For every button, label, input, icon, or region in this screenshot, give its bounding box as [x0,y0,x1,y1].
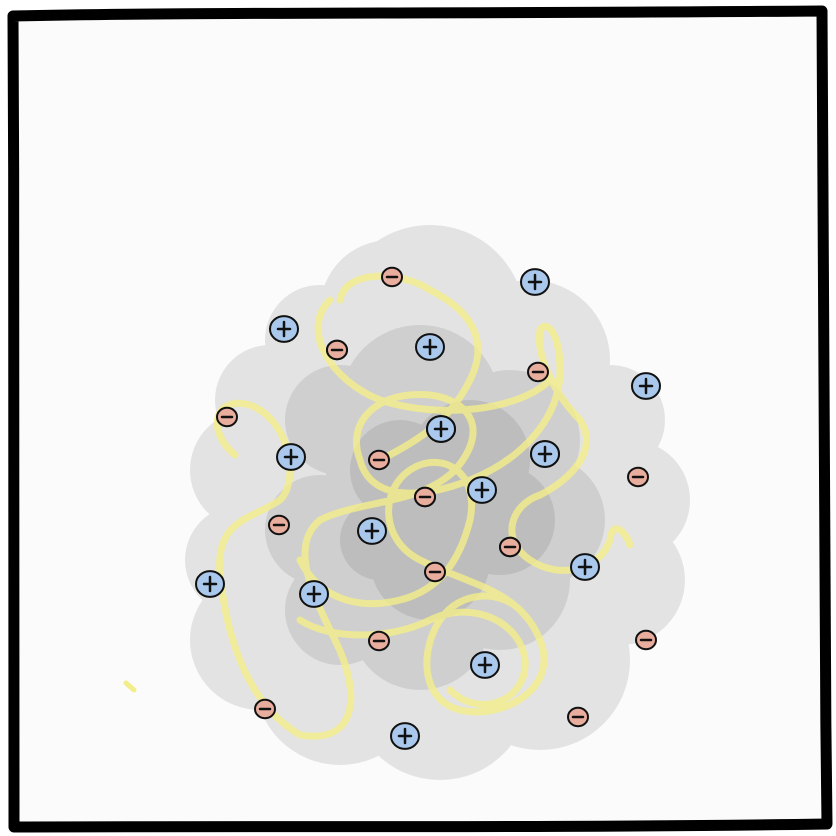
panel-border [7,5,833,833]
minus-charge-icon [499,536,521,558]
minus-charge-icon [326,339,348,361]
minus-charge-icon [268,514,290,536]
plus-charge-icon [530,440,560,468]
plus-charge-icon [390,722,420,750]
minus-charge-icon [368,630,390,652]
minus-charge-icon [567,706,589,728]
plus-charge-icon [467,476,497,504]
plus-charge-icon [470,651,500,679]
plus-charge-icon [276,443,306,471]
plus-charge-icon [570,553,600,581]
plus-charge-icon [415,333,445,361]
plus-charge-icon [357,517,387,545]
tangled-strand [213,272,634,740]
plus-charge-icon [269,315,299,343]
minus-charge-icon [527,361,549,383]
plus-charge-icon [426,415,456,443]
plus-charge-icon [299,580,329,608]
stray-dash [123,680,137,693]
minus-charge-icon [627,466,649,488]
minus-charge-icon [635,629,657,651]
plus-charge-icon [520,268,550,296]
minus-charge-icon [424,561,446,583]
minus-charge-icon [254,698,276,720]
minus-charge-icon [216,406,238,428]
charge-particles [195,266,661,750]
plus-charge-icon [195,570,225,598]
minus-charge-icon [414,486,436,508]
plus-charge-icon [631,372,661,400]
minus-charge-icon [368,449,390,471]
minus-charge-icon [381,266,403,288]
